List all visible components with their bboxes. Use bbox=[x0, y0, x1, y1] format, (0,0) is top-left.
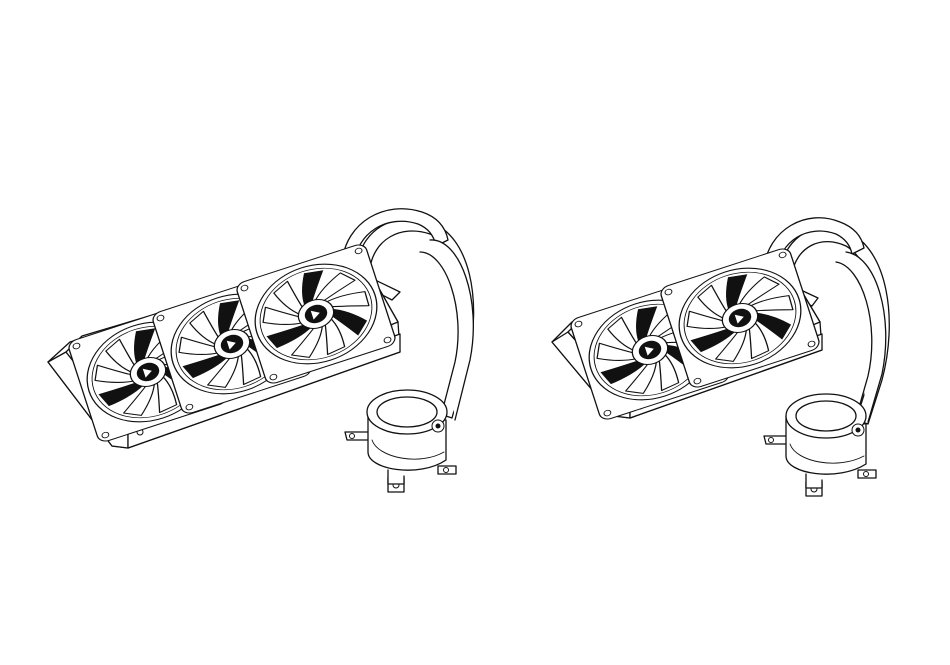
pump-block-right bbox=[764, 394, 876, 496]
pump-block-left bbox=[345, 390, 456, 492]
fan-group-left bbox=[67, 243, 397, 444]
cooler-360 bbox=[48, 209, 474, 492]
cooler-240 bbox=[552, 218, 889, 496]
